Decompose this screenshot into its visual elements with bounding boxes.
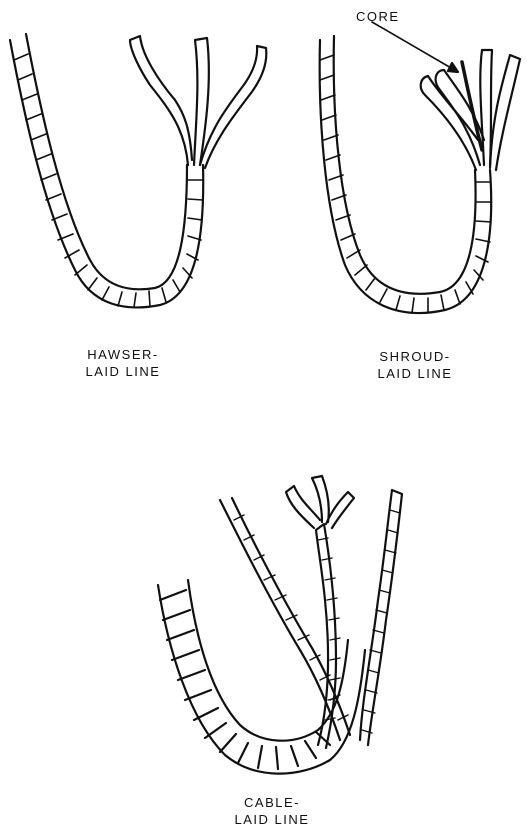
core-callout-label: CORE <box>356 8 406 25</box>
cable-label-line1: CABLE- <box>222 794 322 811</box>
shroud-laid-rope <box>320 22 520 313</box>
shroud-label-line2: LAID LINE <box>365 365 465 382</box>
hawser-label-line2: LAID LINE <box>78 363 168 380</box>
hawser-laid-rope <box>10 34 266 307</box>
hawser-laid-line-label: HAWSER- LAID LINE <box>78 346 168 380</box>
cable-label-line2: LAID LINE <box>222 811 322 828</box>
shroud-laid-line-label: SHROUD- LAID LINE <box>365 348 465 382</box>
cable-laid-line-label: CABLE- LAID LINE <box>222 794 322 828</box>
cable-laid-rope <box>158 476 402 774</box>
shroud-label-line1: SHROUD- <box>365 348 465 365</box>
core-label-text: CORE <box>356 8 406 25</box>
hawser-label-line1: HAWSER- <box>78 346 168 363</box>
